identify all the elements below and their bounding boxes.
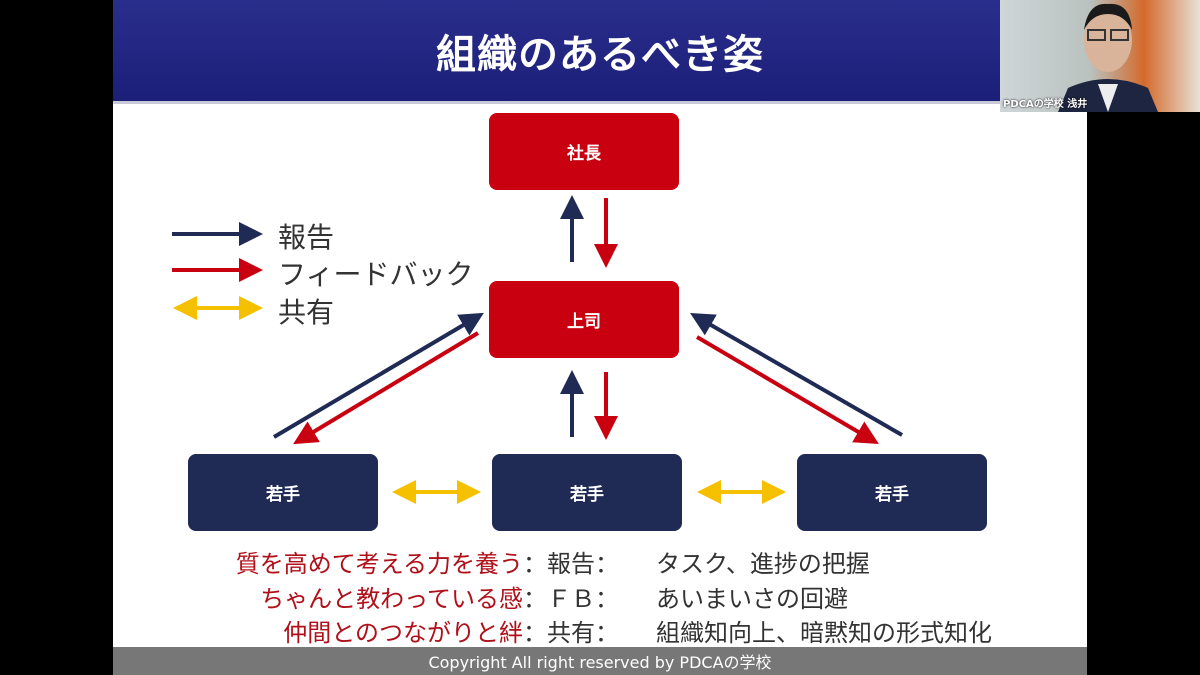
- row-detail: 組織知向上、暗黙知の形式知化: [656, 619, 992, 647]
- node-boss: 上司: [489, 281, 679, 358]
- node-president: 社長: [489, 113, 679, 190]
- row-type: ：共有：: [523, 619, 619, 647]
- slide-header: 組織のあるべき姿: [113, 0, 1087, 104]
- slide-title: 組織のあるべき姿: [436, 31, 764, 78]
- node-junior: 若手: [492, 454, 682, 531]
- legend-share: 共有: [278, 296, 335, 329]
- presentation-slide: 組織のあるべき姿 報告 フィードバック 共有 社長 上司 若手 若手 若手 質を…: [113, 0, 1087, 675]
- row-detail: あいまいさの回避: [656, 585, 848, 613]
- slide-footer: Copyright All right reserved by PDCAの学校: [113, 647, 1087, 675]
- row-type: ：報告：: [523, 550, 619, 578]
- feedback-arrow: [293, 331, 480, 445]
- node-junior: 若手: [797, 454, 987, 531]
- row-purpose: 質を高めて考える力を養う: [235, 550, 523, 578]
- feedback-arrow: [695, 335, 879, 445]
- legend-report: 報告: [278, 221, 335, 254]
- presenter-video-icon: [1058, 3, 1158, 112]
- row-detail: タスク、進捗の把握: [656, 550, 870, 578]
- report-arrow: [690, 313, 903, 437]
- node-junior: 若手: [188, 454, 378, 531]
- webcam-video[interactable]: PDCAの学校 浅井: [1000, 0, 1200, 112]
- legend-feedback: フィードバック: [278, 258, 474, 291]
- row-purpose: 仲間とのつながりと絆: [283, 619, 523, 647]
- row-type: ：ＦＢ：: [523, 585, 619, 613]
- row-purpose: ちゃんと教わっている感: [260, 585, 523, 613]
- report-arrow: [272, 312, 484, 439]
- arrows-diagram: [172, 195, 903, 504]
- webcam-name-label: PDCAの学校 浅井: [1003, 99, 1088, 110]
